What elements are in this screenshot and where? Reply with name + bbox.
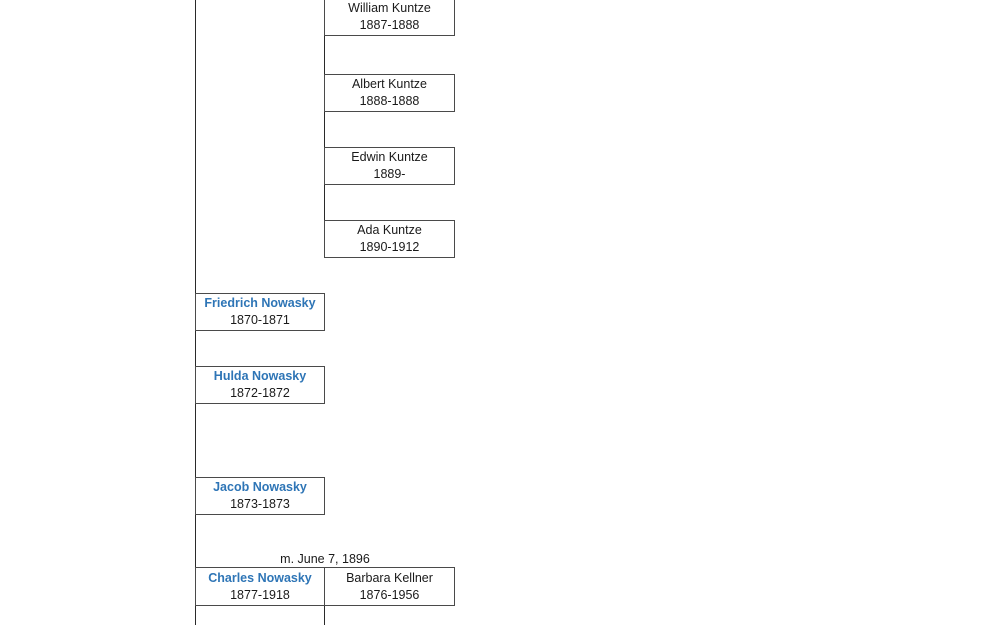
person-name: Charles Nowasky (208, 570, 312, 585)
person-name: Hulda Nowasky (213, 369, 307, 383)
person-name: Albert Kuntze (351, 77, 428, 91)
person-box-nowasky-1[interactable]: Hulda Nowasky 1872-1872 (195, 366, 325, 404)
person-name: Jacob Nowasky (213, 480, 307, 494)
person-dates: 1887-1888 (359, 18, 420, 32)
person-box-spouse-wife[interactable]: Barbara Kellner 1876-1956 (325, 567, 455, 606)
person-name: Friedrich Nowasky (204, 296, 316, 310)
person-name: Barbara Kellner (346, 570, 433, 585)
marriage-label: m. June 7, 1896 (280, 552, 370, 566)
kuntze-sibling-spine (324, 0, 325, 257)
person-box-kuntze-2[interactable]: Edwin Kuntze 1889- (324, 147, 455, 185)
person-dates: 1876-1956 (359, 587, 420, 602)
descendant-drop-line (324, 606, 325, 625)
person-box-kuntze-3[interactable]: Ada Kuntze 1890-1912 (324, 220, 455, 258)
person-dates: 1888-1888 (359, 94, 420, 108)
person-dates: 1877-1918 (230, 587, 290, 602)
person-dates: 1889- (373, 167, 406, 181)
person-dates: 1870-1871 (230, 313, 290, 327)
person-box-kuntze-1[interactable]: Albert Kuntze 1888-1888 (324, 74, 455, 112)
person-box-nowasky-2[interactable]: Jacob Nowasky 1873-1873 (195, 477, 325, 515)
person-name: Edwin Kuntze (351, 150, 428, 164)
person-dates: 1872-1872 (230, 386, 290, 400)
person-name: Ada Kuntze (357, 223, 422, 237)
person-box-nowasky-0[interactable]: Friedrich Nowasky 1870-1871 (195, 293, 325, 331)
person-dates: 1873-1873 (230, 497, 290, 511)
person-box-spouse-husband[interactable]: Charles Nowasky 1877-1918 (195, 567, 325, 606)
person-name: William Kuntze (348, 1, 431, 15)
person-box-kuntze-0[interactable]: William Kuntze 1887-1888 (324, 0, 455, 36)
person-dates: 1890-1912 (359, 240, 420, 254)
